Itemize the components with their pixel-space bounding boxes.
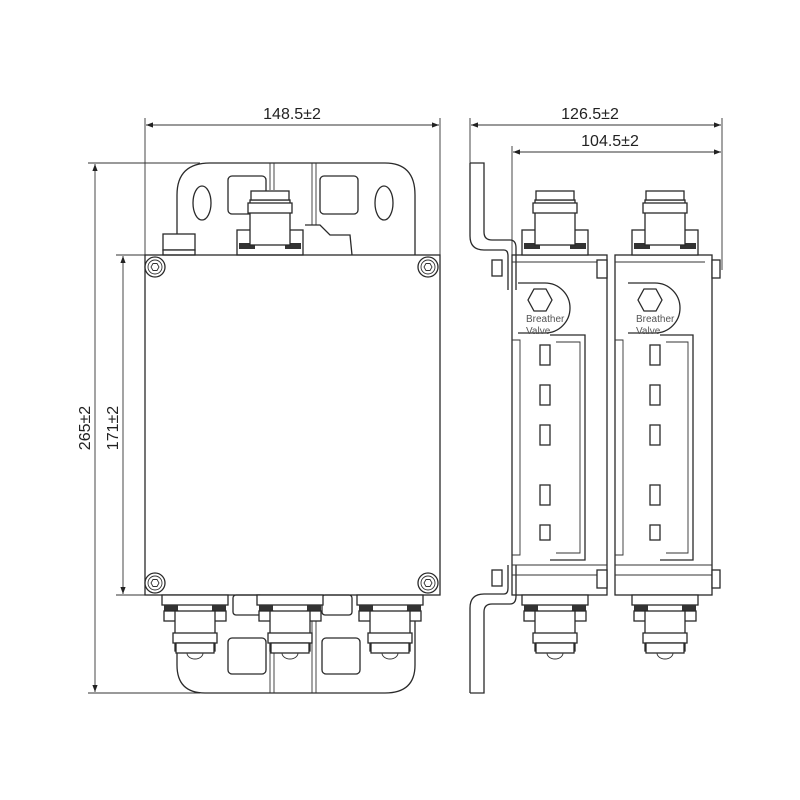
side-view: Breather Valve Breather Valve — [469, 106, 723, 694]
overall-depth-dimension-label: 126.5±2 — [561, 106, 619, 123]
module-1: Breather Valve — [511, 190, 608, 660]
breather-valve-hex-icon — [637, 288, 663, 312]
breather-valve-label-line1: Breather — [636, 314, 675, 325]
breather-valve-label-line1: Breather — [526, 314, 565, 325]
front-view: 148.5±2 265±2 171±2 — [77, 106, 441, 694]
body-height-dimension-label: 171±2 — [105, 406, 122, 450]
width-dimension-label: 148.5±2 — [263, 106, 321, 123]
module-2: Breather Valve — [614, 190, 721, 660]
breather-valve-label-line2: Valve — [636, 326, 661, 337]
breather-valve-hex-icon — [527, 288, 553, 312]
enclosure-body — [144, 254, 441, 596]
body-depth-dimension-label: 104.5±2 — [581, 133, 639, 150]
overall-height-dimension-label: 265±2 — [77, 406, 94, 450]
breather-valve-label-line2: Valve — [526, 326, 551, 337]
